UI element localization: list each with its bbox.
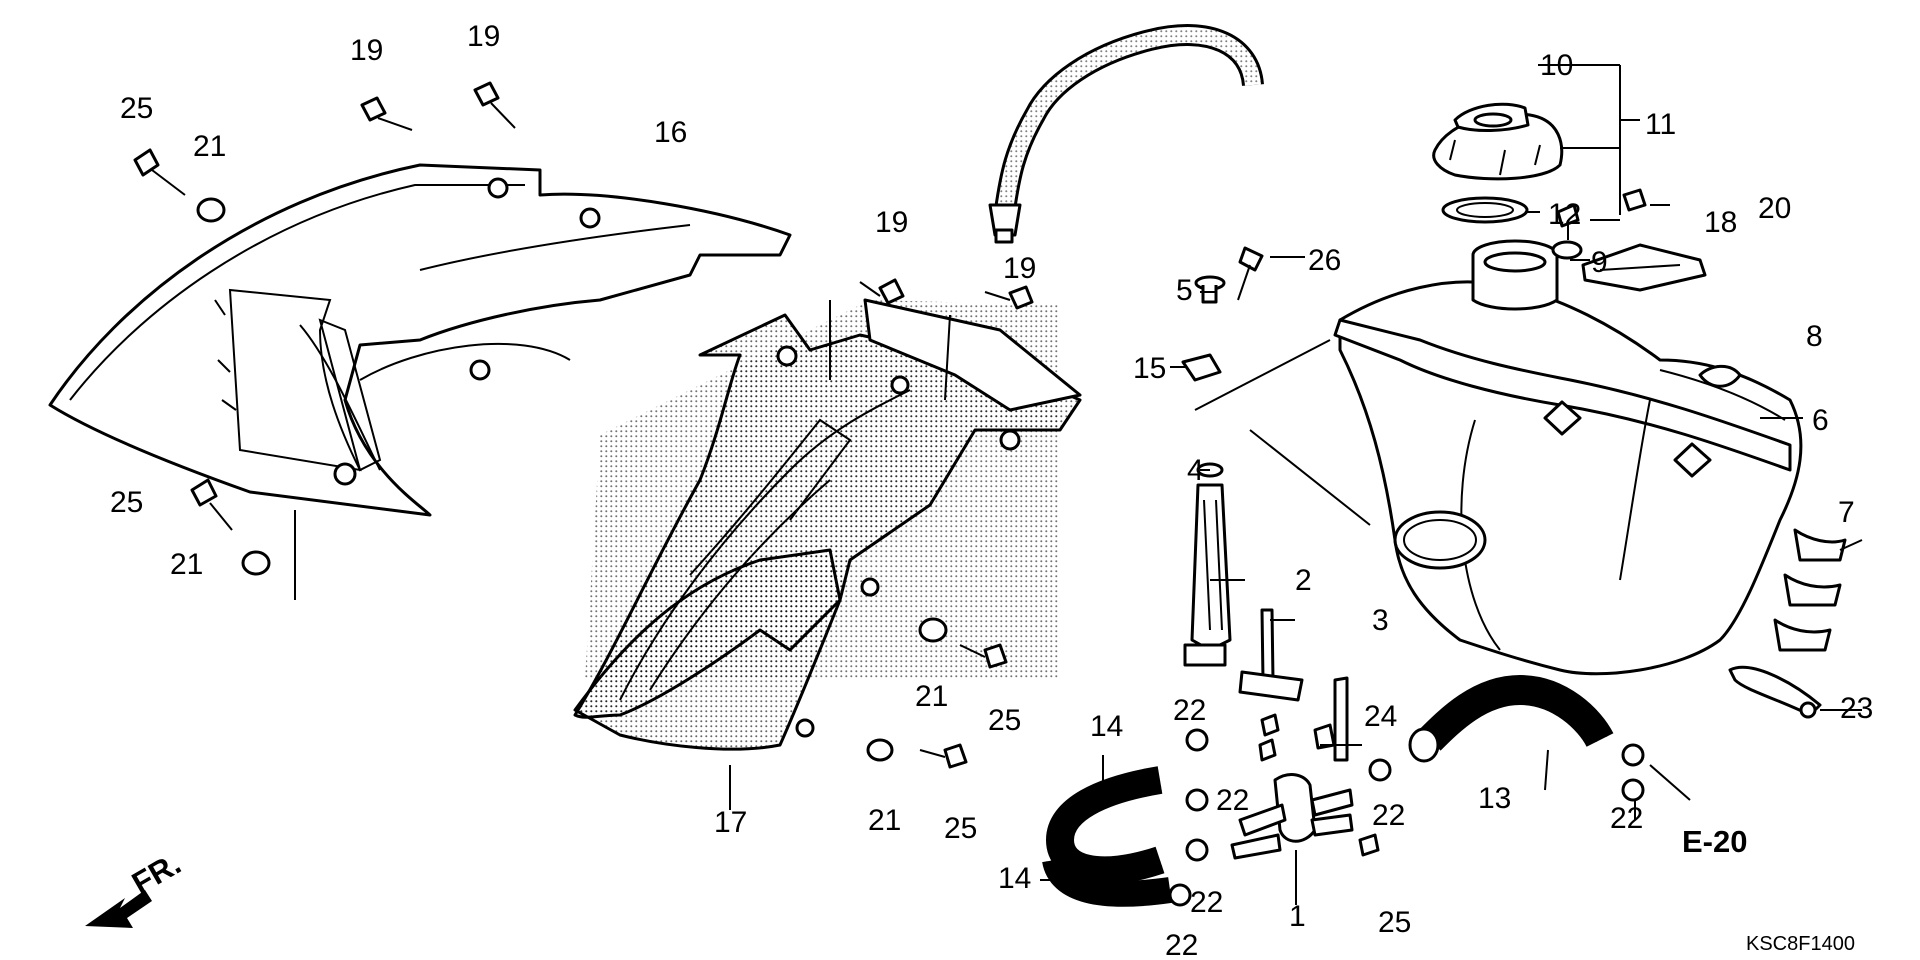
reference-e20: E-20 xyxy=(1682,824,1747,859)
callout-14-top: 14 xyxy=(1090,710,1123,743)
callout-8: 8 xyxy=(1806,320,1823,353)
callout-19-c: 19 xyxy=(875,206,908,239)
fuel-tubes-14 xyxy=(1042,766,1172,907)
callout-19-a: 19 xyxy=(350,34,383,67)
callout-22-d: 22 xyxy=(1610,802,1643,835)
callout-2: 2 xyxy=(1295,564,1312,597)
callout-20: 20 xyxy=(1758,192,1791,225)
callout-25-c: 25 xyxy=(988,704,1021,737)
callout-5: 5 xyxy=(1176,274,1193,307)
callout-24: 24 xyxy=(1364,700,1397,733)
callout-21-c: 21 xyxy=(915,680,948,713)
cushion-15 xyxy=(1181,353,1222,382)
radiator-shroud-17 xyxy=(573,298,1082,810)
callout-19-b: 19 xyxy=(467,20,500,53)
callout-22-f: 22 xyxy=(1165,929,1198,960)
callout-9: 9 xyxy=(1591,246,1608,279)
callout-21-b: 21 xyxy=(170,548,203,581)
callout-25-a: 25 xyxy=(120,92,153,125)
callout-22-a: 22 xyxy=(1173,694,1206,727)
callout-13: 13 xyxy=(1478,782,1511,815)
callout-21-d: 21 xyxy=(868,804,901,837)
fuel-tank-6 xyxy=(1194,239,1803,676)
callout-12: 12 xyxy=(1548,198,1581,231)
breather-hose-10 xyxy=(988,24,1264,244)
callout-23: 23 xyxy=(1840,692,1873,725)
callout-7: 7 xyxy=(1838,496,1855,529)
callout-19-d: 19 xyxy=(1003,252,1036,285)
callout-11: 11 xyxy=(1645,108,1676,141)
callout-3: 3 xyxy=(1372,604,1389,637)
callout-1: 1 xyxy=(1289,900,1306,933)
leader-lines xyxy=(1040,64,1863,881)
callout-22-e: 22 xyxy=(1190,886,1223,919)
fasteners-left xyxy=(133,81,1034,769)
callout-21-a: 21 xyxy=(193,130,226,163)
grommet-5 xyxy=(1194,275,1226,304)
drawing-code: KSC8F1400 xyxy=(1746,933,1855,955)
callout-25-e: 25 xyxy=(1378,906,1411,939)
fuel-valve-1 xyxy=(1230,773,1354,905)
filter-2-3 xyxy=(1183,483,1304,702)
callout-labels: 1 2 3 4 5 6 7 8 9 10 11 12 13 14 14 15 1… xyxy=(110,20,1873,960)
clamps-22 xyxy=(1168,728,1645,907)
bolts-misc xyxy=(1258,676,1380,857)
callout-17: 17 xyxy=(714,806,747,839)
front-label: FR. xyxy=(126,846,187,901)
fuel-cap-11 xyxy=(1432,102,1564,224)
front-arrow-icon xyxy=(85,890,152,928)
callout-16: 16 xyxy=(654,116,687,149)
callout-22-b: 22 xyxy=(1216,784,1249,817)
bolt-26 xyxy=(1237,246,1264,301)
callout-10: 10 xyxy=(1540,49,1573,82)
callout-22-c: 22 xyxy=(1372,799,1405,832)
callout-25-b: 25 xyxy=(110,486,143,519)
callout-18: 18 xyxy=(1704,206,1737,239)
callout-4: 4 xyxy=(1187,454,1204,487)
callout-15: 15 xyxy=(1133,352,1166,385)
radiator-shroud-16 xyxy=(48,163,792,600)
callout-6: 6 xyxy=(1812,404,1829,437)
hardware-right xyxy=(1551,188,1847,719)
callout-26: 26 xyxy=(1308,244,1341,277)
fuel-hose-13 xyxy=(1408,674,1614,763)
callout-25-d: 25 xyxy=(944,812,977,845)
callout-14-bottom: 14 xyxy=(998,862,1031,895)
